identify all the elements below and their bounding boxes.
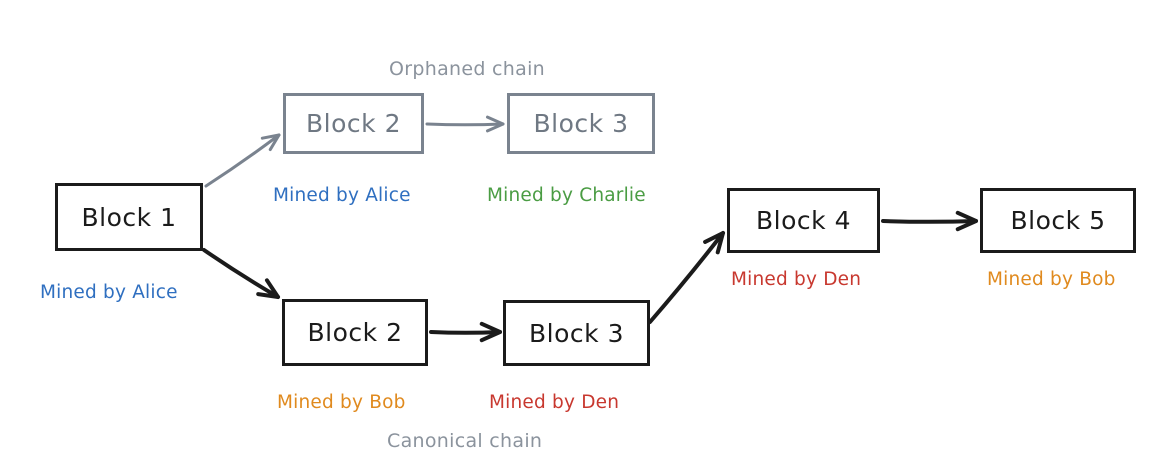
block-5-label: Block 5: [1010, 206, 1106, 235]
canonical-block-2[interactable]: Block 2: [282, 299, 428, 366]
block-5[interactable]: Block 5: [980, 188, 1136, 253]
edge-block4-to-block5-arrowhead: [955, 210, 978, 232]
caption-orphan-block-3: Mined by Charlie: [487, 185, 646, 206]
orphan-block-2[interactable]: Block 2: [283, 93, 424, 154]
caption-block-1: Mined by Alice: [40, 282, 178, 303]
block-4-label: Block 4: [756, 206, 851, 235]
edge-orphan-block2-to-orphan-block3-arrowhead: [485, 115, 505, 133]
caption-canonical-block-2: Mined by Bob: [277, 392, 406, 413]
edge-canonical-block3-to-block4-arrowhead: [703, 231, 725, 255]
caption-orphan-block-2: Mined by Alice: [273, 185, 411, 206]
edge-block1-to-orphan-block2-shaft: [204, 133, 281, 188]
edge-canonical-block3-to-block4-shaft: [648, 231, 725, 324]
block-4[interactable]: Block 4: [727, 188, 880, 253]
caption-canonical-block-3: Mined by Den: [489, 392, 620, 413]
canonical-block-3[interactable]: Block 3: [503, 300, 650, 366]
edge-block1-to-canonical-block2-arrowhead: [256, 278, 280, 299]
canonical-block-3-label: Block 3: [529, 318, 624, 348]
edge-block1-to-orphan-block2-arrowhead: [260, 133, 281, 152]
orphan-block-3-label: Block 3: [533, 109, 629, 138]
canonical-block-2-label: Block 2: [307, 318, 403, 347]
orphan-block-2-label: Block 2: [306, 109, 401, 138]
caption-block-4: Mined by Den: [731, 269, 862, 290]
edge-canonical-block2-to-block3-shaft: [429, 330, 502, 335]
block-1-label: Block 1: [81, 202, 177, 232]
edge-block1-to-canonical-block2-shaft: [202, 248, 280, 299]
canonical-chain-title: Canonical chain: [387, 430, 543, 452]
edge-block4-to-block5-shaft: [881, 219, 978, 224]
edge-canonical-block2-to-block3-arrowhead: [479, 321, 502, 343]
edge-orphan-block2-to-orphan-block3-shaft: [425, 122, 505, 127]
orphan-block-3[interactable]: Block 3: [507, 93, 655, 154]
block-1[interactable]: Block 1: [55, 183, 203, 251]
caption-block-5: Mined by Bob: [987, 269, 1116, 290]
orphaned-chain-title: Orphaned chain: [389, 58, 545, 80]
